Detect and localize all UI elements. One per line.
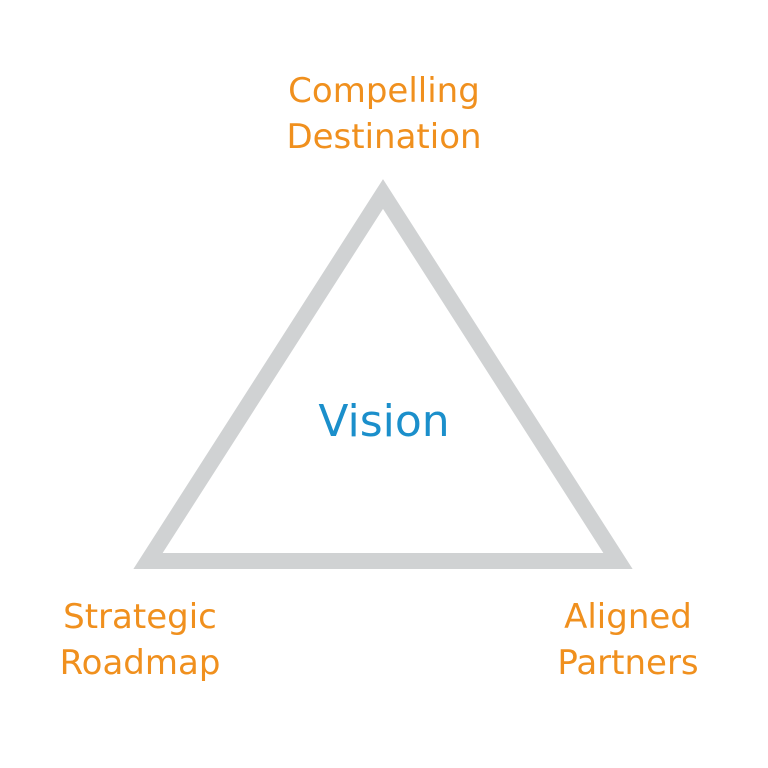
vertex-label-left: Strategic Roadmap [10,594,270,686]
center-label: Vision [318,396,450,447]
vertex-label-top-line2: Destination [286,117,482,157]
vertex-label-left-line2: Roadmap [59,643,221,683]
vertex-label-right-line2: Partners [557,643,699,683]
triangle-outline [133,179,633,569]
vertex-label-top-line1: Compelling [288,71,480,111]
vertex-label-right: Aligned Partners [498,594,758,686]
vertex-label-top: Compelling Destination [234,68,534,160]
vertex-label-right-line1: Aligned [564,597,692,637]
vertex-label-left-line1: Strategic [63,597,217,637]
